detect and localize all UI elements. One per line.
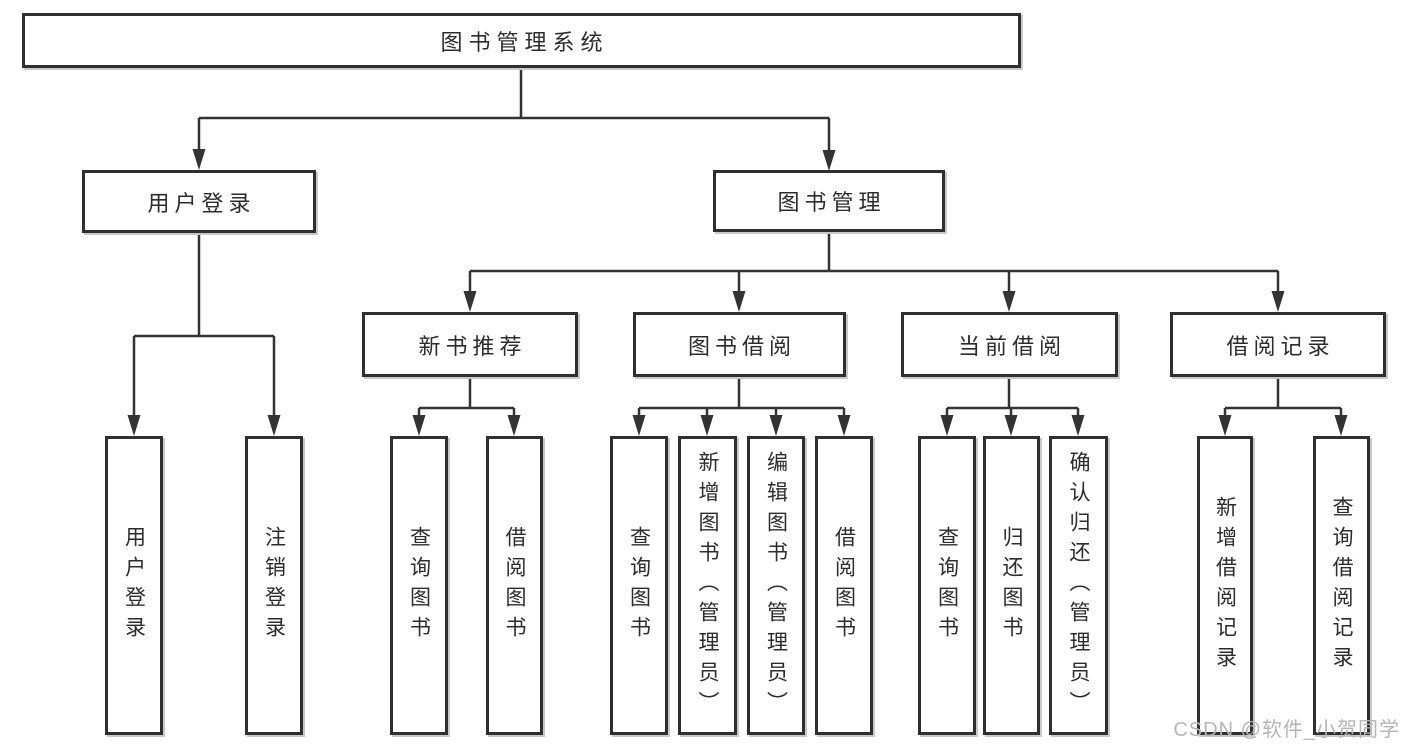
leaf-return-book-label: 归还图书 <box>1000 525 1023 646</box>
node-new-book-recommend: 新书推荐 <box>362 312 578 377</box>
leaf-query-books-borrowing-label: 查询图书 <box>627 525 651 646</box>
leaf-user-login: 用户登录 <box>105 436 163 735</box>
leaf-query-borrow-record: 查询借阅记录 <box>1313 436 1370 735</box>
leaf-confirm-return-admin: 确认归还（管理员） <box>1049 436 1108 735</box>
node-book-borrowing: 图书借阅 <box>633 312 846 377</box>
leaf-borrow-books-borrowing: 借阅图书 <box>815 436 873 735</box>
node-borrowing-records: 借阅记录 <box>1170 312 1386 377</box>
arrowheads <box>127 149 1348 436</box>
node-root-label: 图书管理系统 <box>440 29 609 55</box>
csdn-watermark: CSDN @软件_小贺同学 <box>1173 719 1400 741</box>
leaf-edit-book-admin: 编辑图书（管理员） <box>747 436 805 735</box>
node-current-borrowing-label: 当前借阅 <box>957 333 1066 359</box>
node-new-book-recommend-label: 新书推荐 <box>418 333 527 359</box>
leaf-return-book: 归还图书 <box>983 436 1040 735</box>
leaf-borrow-books-borrowing-label: 借阅图书 <box>832 525 856 646</box>
connector-path <box>132 68 1343 421</box>
node-book-borrowing-label: 图书借阅 <box>687 333 796 359</box>
leaf-user-login-label: 用户登录 <box>122 525 146 646</box>
node-user-login-label: 用户登录 <box>147 190 256 216</box>
leaf-borrow-books-recommend: 借阅图书 <box>486 436 543 735</box>
node-current-borrowing: 当前借阅 <box>901 312 1118 377</box>
leaf-confirm-return-admin-label: 确认归还（管理员） <box>1067 450 1090 721</box>
leaf-query-books-current: 查询图书 <box>918 436 976 735</box>
node-book-management: 图书管理 <box>713 170 945 232</box>
leaf-logout-label: 注销登录 <box>262 525 286 646</box>
node-root: 图书管理系统 <box>22 13 1021 68</box>
leaf-add-book-admin: 新增图书（管理员） <box>678 436 737 735</box>
leaf-borrow-books-recommend-label: 借阅图书 <box>503 525 526 646</box>
leaf-add-borrow-record: 新增借阅记录 <box>1197 436 1253 735</box>
leaf-query-books-recommend-label: 查询图书 <box>407 525 431 646</box>
leaf-query-books-current-label: 查询图书 <box>935 525 959 646</box>
leaf-add-book-admin-label: 新增图书（管理员） <box>696 450 719 721</box>
node-user-login: 用户登录 <box>82 170 316 233</box>
leaf-edit-book-admin-label: 编辑图书（管理员） <box>764 450 788 721</box>
leaf-query-books-recommend: 查询图书 <box>390 436 448 735</box>
leaf-add-borrow-record-label: 新增借阅记录 <box>1213 495 1237 676</box>
leaf-query-borrow-record-label: 查询借阅记录 <box>1330 495 1353 676</box>
node-borrowing-records-label: 借阅记录 <box>1226 333 1335 359</box>
leaf-query-books-borrowing: 查询图书 <box>610 436 668 735</box>
node-book-management-label: 图书管理 <box>777 190 886 215</box>
leaf-logout: 注销登录 <box>245 436 303 735</box>
